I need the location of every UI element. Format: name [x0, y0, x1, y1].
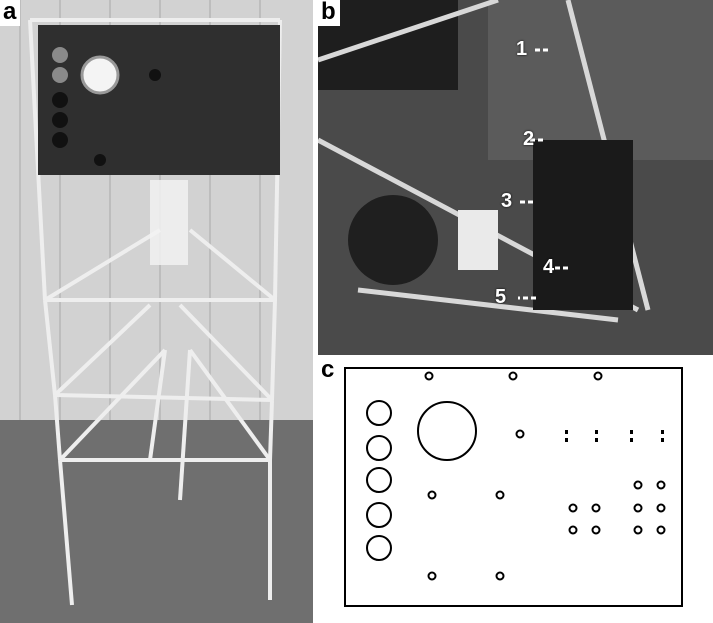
callout-3: 3 [501, 190, 513, 212]
panel-b-label: b [318, 0, 340, 26]
hole-icon [417, 401, 477, 461]
frame-photo-drawing [0, 0, 313, 623]
container [150, 180, 188, 265]
hole-icon [366, 502, 392, 528]
callout-2: 2 [523, 128, 535, 150]
callout-4: 4 [543, 256, 555, 278]
callout-1: 1 [516, 38, 528, 60]
panel-c-label: c [318, 358, 339, 384]
control-board [38, 25, 280, 175]
panel-b-photo: b 1 2 3 4 5 [318, 0, 713, 355]
gauge-icon [80, 55, 120, 95]
callout-5: 5 [495, 286, 507, 308]
panel-a-label: a [0, 0, 21, 26]
cup [458, 210, 498, 270]
floor [0, 420, 313, 623]
hole-icon [366, 535, 392, 561]
board-knobs [52, 47, 161, 166]
board-outline [344, 367, 683, 607]
panel-c-drawing: c [318, 358, 713, 623]
panel-a-photo: a [0, 0, 313, 623]
hole-icon [366, 467, 392, 493]
closeup-photo-drawing [318, 0, 713, 355]
device-stack [533, 140, 633, 310]
hole-icon [366, 400, 392, 426]
hole-icon [366, 435, 392, 461]
board-layout-drawing [344, 367, 683, 607]
sphere [348, 195, 438, 285]
slot-pairs [565, 430, 664, 442]
large-holes [366, 400, 477, 561]
small-holes [424, 371, 666, 581]
